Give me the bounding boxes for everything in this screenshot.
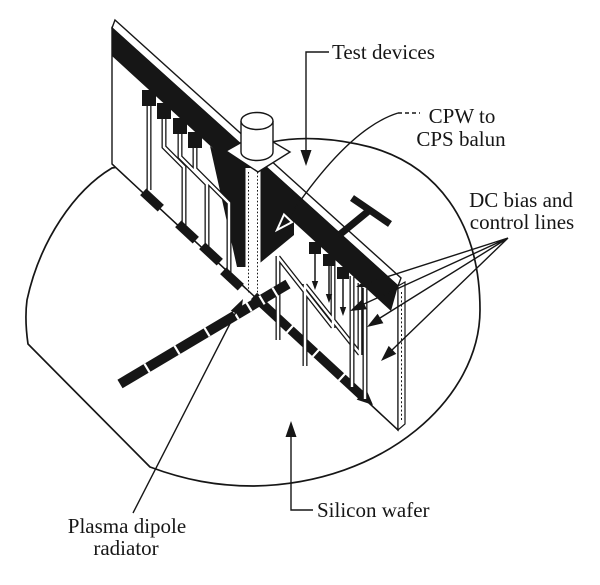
test-devices-arrow-icon [300,150,312,166]
cpw-feed-line [245,168,261,296]
labels: Test devices CPW to CPS balun DC bias an… [68,40,574,560]
cpw-balun-leader [288,112,399,218]
label-dc-bias-line1: DC bias and [469,188,573,212]
test-device-traces [146,106,232,276]
sma-connector [224,111,292,173]
dipole-back-arm-stub [335,195,392,239]
label-dc-bias-line2: control lines [470,210,574,234]
test-device-pads [142,90,202,148]
cpw-balun-arrow-icon [274,212,294,233]
label-plasma-radiator-line2: radiator [93,536,158,560]
test-devices-leader [305,51,329,151]
label-plasma-radiator-line1: Plasma dipole [68,514,186,538]
label-cpw-balun-line2: CPS balun [416,127,506,151]
arrowheads [230,150,397,437]
leader-lines [132,51,509,514]
dc-bias-pads [309,242,349,316]
connector-body [240,121,274,162]
dc-bias-leader-fan [363,237,509,351]
label-cpw-balun-line1: CPW to [429,104,496,128]
label-silicon-wafer: Silicon wafer [317,498,430,522]
dc-bias-arrow1-icon [356,276,373,288]
connector-top [240,111,274,131]
silicon-wafer-leader [290,437,313,511]
dc-meander-lines [275,255,363,366]
plasma-radiator-arrow-icon [230,299,243,316]
dc-bias-arrow4-icon [381,345,397,361]
balun-taper-right [260,172,294,263]
label-test-devices: Test devices [332,40,435,64]
plasma-radiator-leader [132,307,239,514]
dc-bias-arrow3-icon [367,313,384,327]
dc-bias-arrow2-icon [350,299,367,311]
silicon-wafer-arrow-icon [285,421,297,437]
